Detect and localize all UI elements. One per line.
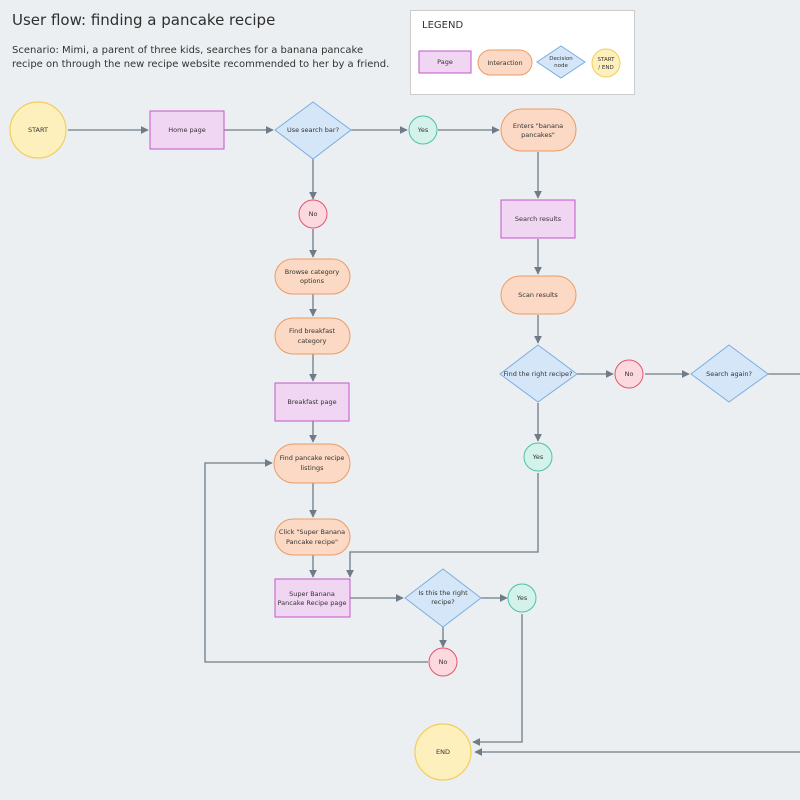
legend-interaction-label: Interaction — [487, 59, 522, 67]
is-right-label-2: recipe? — [431, 598, 454, 606]
no-right-label: No — [439, 658, 448, 666]
enters-label-2: pancakes" — [521, 131, 555, 139]
scan-results-node — [500, 275, 577, 315]
breakfast-page-node — [274, 382, 350, 422]
no-search-node — [298, 199, 328, 229]
start-label: START — [28, 126, 48, 134]
legend-startend-label-1: START — [598, 57, 616, 63]
yes-right-node — [507, 583, 537, 613]
legend-page-label: Page — [437, 58, 453, 66]
end-label: END — [436, 748, 450, 756]
use-search-bar-label: Use search bar? — [287, 126, 339, 134]
find-breakfast-label-2: category — [298, 337, 327, 345]
arrow-yes-to-end — [472, 614, 523, 746]
find-listings-label-1: Find pancake recipe — [280, 454, 345, 462]
enters-label-1: Enters "banana — [513, 122, 563, 130]
use-search-bar-decision — [274, 101, 352, 160]
diagram-title: User flow: finding a pancake recipe — [12, 11, 276, 29]
yes-search-node — [408, 115, 438, 145]
is-right-recipe-decision — [404, 568, 482, 628]
browse-label-2: options — [300, 277, 325, 285]
enters-banana-node — [500, 108, 577, 152]
legend-title: LEGEND — [422, 20, 464, 31]
find-listings-node — [273, 443, 351, 484]
start-node — [9, 101, 67, 159]
flow-nodes: START Home page Use search bar? Yes Ente… — [9, 101, 769, 781]
search-results-label: Search results — [515, 215, 562, 223]
no-find-node — [614, 359, 644, 389]
search-results-node — [500, 199, 576, 239]
find-right-recipe-decision — [499, 344, 578, 403]
legend-startend-shape — [591, 48, 621, 78]
no-right-node — [428, 647, 458, 677]
arrow-no-back-to-listings — [204, 459, 428, 663]
browse-label-1: Browse category — [285, 268, 340, 276]
legend-page-shape — [418, 50, 472, 74]
scenario-text: Scenario: Mimi, a parent of three kids, … — [12, 45, 390, 70]
find-breakfast-label-1: Find breakfast — [289, 327, 335, 335]
arrow-yes-to-recipepage — [346, 473, 539, 578]
legend-decision-label-2: node — [554, 63, 568, 69]
connectors — [68, 126, 800, 756]
find-breakfast-node — [274, 317, 351, 355]
browse-category-node — [274, 258, 351, 295]
is-right-label-1: Is this the right — [418, 589, 468, 597]
find-listings-label-2: listings — [301, 464, 325, 472]
legend-decision-label-1: Decision — [549, 56, 573, 62]
legend-decision-shape — [536, 45, 586, 79]
legend-startend-label-2: / END — [598, 65, 613, 71]
scan-results-label: Scan results — [518, 291, 558, 299]
home-page-label: Home page — [168, 126, 206, 134]
click-label-2: Pancake recipe" — [286, 538, 338, 546]
yes-right-label: Yes — [516, 594, 528, 602]
no-search-label: No — [309, 210, 318, 218]
yes-find-label: Yes — [532, 453, 544, 461]
recipe-page-label-1: Super Banana — [289, 590, 335, 598]
recipe-page-node — [274, 578, 351, 618]
find-right-recipe-label: Find the right recipe? — [504, 370, 573, 378]
legend-interaction-shape — [477, 49, 533, 76]
legend-items: Page Interaction Decision node START / E… — [418, 45, 621, 79]
click-recipe-node — [274, 518, 351, 556]
yes-search-label: Yes — [417, 126, 429, 134]
yes-find-node — [523, 442, 553, 472]
no-find-label: No — [625, 370, 634, 378]
click-label-1: Click "Super Banana — [279, 528, 345, 536]
breakfast-page-label: Breakfast page — [287, 398, 336, 406]
search-again-decision — [690, 344, 769, 403]
home-page-node — [149, 110, 225, 150]
recipe-page-label-2: Pancake Recipe page — [278, 599, 347, 607]
search-again-label: Search again? — [706, 370, 752, 378]
end-node — [414, 723, 472, 781]
